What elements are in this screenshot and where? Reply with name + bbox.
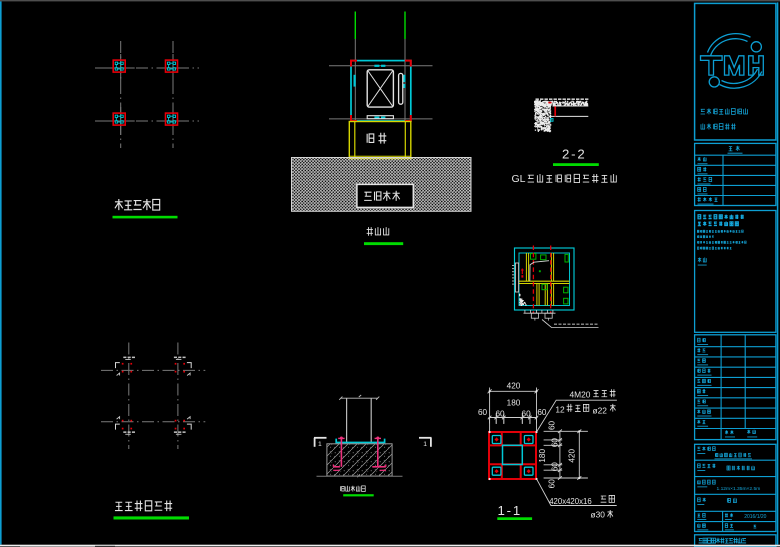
svg-text:60: 60 [551, 462, 560, 472]
svg-text:2-2: 2-2 [562, 147, 586, 162]
svg-text:60: 60 [522, 409, 532, 418]
svg-text:1-1: 1-1 [498, 503, 522, 518]
svg-text:1: 1 [423, 441, 427, 448]
svg-text:ø30: ø30 [591, 509, 606, 519]
svg-text:180: 180 [507, 398, 521, 407]
svg-text:60: 60 [548, 421, 557, 431]
svg-text:420: 420 [507, 381, 521, 390]
svg-text:GL: GL [512, 173, 526, 185]
svg-text:60: 60 [548, 479, 557, 489]
svg-text:60: 60 [478, 408, 488, 417]
svg-text:4M20: 4M20 [570, 390, 591, 400]
svg-text:420: 420 [568, 449, 577, 463]
svg-text:60: 60 [537, 408, 547, 417]
svg-text:2016/1/20: 2016/1/20 [744, 514, 766, 520]
svg-text:60: 60 [551, 438, 560, 448]
svg-text:1.12m×1.35m×2.5m: 1.12m×1.35m×2.5m [717, 486, 761, 492]
svg-text:180: 180 [538, 449, 547, 463]
svg-text:12: 12 [555, 404, 565, 414]
svg-text:60: 60 [495, 409, 505, 418]
svg-text:420x420x16: 420x420x16 [549, 497, 592, 506]
svg-text:ø22: ø22 [593, 406, 608, 416]
svg-text:1: 1 [318, 441, 322, 448]
